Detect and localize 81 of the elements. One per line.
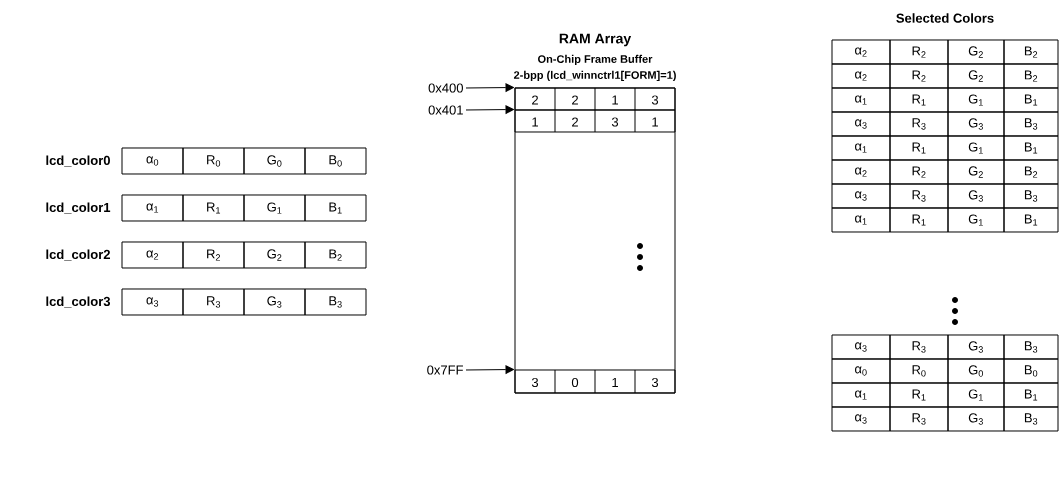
table-cell: α$_{3}$ <box>831 406 891 432</box>
table-cell: B$_{3}$ <box>1003 334 1059 360</box>
table-cell: R$_{1}$ <box>889 135 949 161</box>
register-name: lcd_color1 <box>46 202 111 214</box>
table-cell: α$_{0}$ <box>121 147 184 175</box>
table-cell: R$_{2}$ <box>889 63 949 89</box>
table-cell: α$_{1}$ <box>121 194 184 222</box>
register-name: lcd_color0 <box>46 155 110 167</box>
table-cell: α$_{1}$ <box>831 382 891 408</box>
table-cell: R$_{3}$ <box>182 288 245 316</box>
table-cell: B$_{2}$ <box>1003 39 1059 65</box>
address-label: 0x400 <box>428 83 463 93</box>
table-cell: B$_{2}$ <box>1003 159 1059 185</box>
table-cell: G$_{1}$ <box>243 194 306 222</box>
table-cell: B$_{3}$ <box>1003 183 1059 209</box>
table-cell: α$_{3}$ <box>121 288 184 316</box>
address-label: 0x401 <box>428 105 463 115</box>
table-cell: B$_{0}$ <box>304 147 367 175</box>
table-cell: G$_{1}$ <box>947 87 1005 113</box>
table-cell: G$_{3}$ <box>243 288 306 316</box>
table-cell: R$_{0}$ <box>889 358 949 384</box>
table-cell: G$_{2}$ <box>947 63 1005 89</box>
table-cell: G$_{3}$ <box>947 183 1005 209</box>
table-cell: G$_{0}$ <box>243 147 306 175</box>
table-cell: R$_{3}$ <box>889 183 949 209</box>
table-cell: B$_{2}$ <box>304 241 367 269</box>
table-cell: α$_{2}$ <box>121 241 184 269</box>
table-cell: α$_{2}$ <box>831 159 891 185</box>
table-cell: α$_{3}$ <box>831 183 891 209</box>
table-cell: R$_{2}$ <box>889 159 949 185</box>
table-cell: B$_{1}$ <box>1003 87 1059 113</box>
table-cell: R$_{3}$ <box>889 334 949 360</box>
heading: RAM Array <box>559 33 632 47</box>
table-cell: G$_{2}$ <box>947 159 1005 185</box>
table-cell: R$_{2}$ <box>182 241 245 269</box>
memory-row: 2 2 1 3 <box>514 87 676 111</box>
table-cell: B$_{1}$ <box>1003 135 1059 161</box>
table-cell: R$_{1}$ <box>182 194 245 222</box>
table-title: Selected Colors <box>896 13 994 23</box>
table-cell: G$_{1}$ <box>947 207 1005 233</box>
table-cell: α$_{3}$ <box>831 334 891 360</box>
table-cell: R$_{2}$ <box>889 39 949 65</box>
table-cell: R$_{0}$ <box>182 147 245 175</box>
table-cell: B$_{1}$ <box>1003 207 1059 233</box>
table-cell: R$_{3}$ <box>889 406 949 432</box>
table-cell: R$_{1}$ <box>889 382 949 408</box>
table-cell: G$_{3}$ <box>947 111 1005 137</box>
table-cell: R$_{1}$ <box>889 87 949 113</box>
table-cell: α$_{2}$ <box>831 39 891 65</box>
register-name: lcd_color3 <box>46 296 111 308</box>
table-cell: G$_{1}$ <box>947 382 1005 408</box>
table-cell: B$_{2}$ <box>1003 63 1059 89</box>
table-cell: α$_{1}$ <box>831 135 891 161</box>
heading: 2-bpp (lcd_winnctrl1[FORM]=1) <box>513 70 676 82</box>
table-cell: G$_{0}$ <box>947 358 1005 384</box>
table-cell: G$_{1}$ <box>947 135 1005 161</box>
address-label: 0x7FF <box>427 365 463 375</box>
arrow <box>465 105 514 114</box>
table-cell: α$_{3}$ <box>831 111 891 137</box>
arrow <box>465 83 514 92</box>
table-cell: R$_{1}$ <box>889 207 949 233</box>
table-cell: B$_{0}$ <box>1003 358 1059 384</box>
table-cell: R$_{3}$ <box>889 111 949 137</box>
table-cell: B$_{3}$ <box>1003 406 1059 432</box>
table-cell: G$_{3}$ <box>947 406 1005 432</box>
table-cell: B$_{3}$ <box>304 288 367 316</box>
table-cell: B$_{3}$ <box>1003 111 1059 137</box>
table-cell: G$_{2}$ <box>243 241 306 269</box>
arrow <box>465 365 514 374</box>
table-cell: α$_{0}$ <box>831 358 891 384</box>
register-name: lcd_color2 <box>46 249 110 261</box>
table-cell: α$_{1}$ <box>831 87 891 113</box>
table-cell: G$_{2}$ <box>947 39 1005 65</box>
heading: On-Chip Frame Buffer <box>538 54 653 66</box>
table-cell: G$_{3}$ <box>947 334 1005 360</box>
table-cell: B$_{1}$ <box>1003 382 1059 408</box>
memory-row: 1 2 3 1 <box>514 109 676 133</box>
memory-row: 3 0 1 3 <box>514 369 676 394</box>
table-cell: α$_{2}$ <box>831 63 891 89</box>
table-cell: B$_{1}$ <box>304 194 367 222</box>
table-cell: α$_{1}$ <box>831 207 891 233</box>
